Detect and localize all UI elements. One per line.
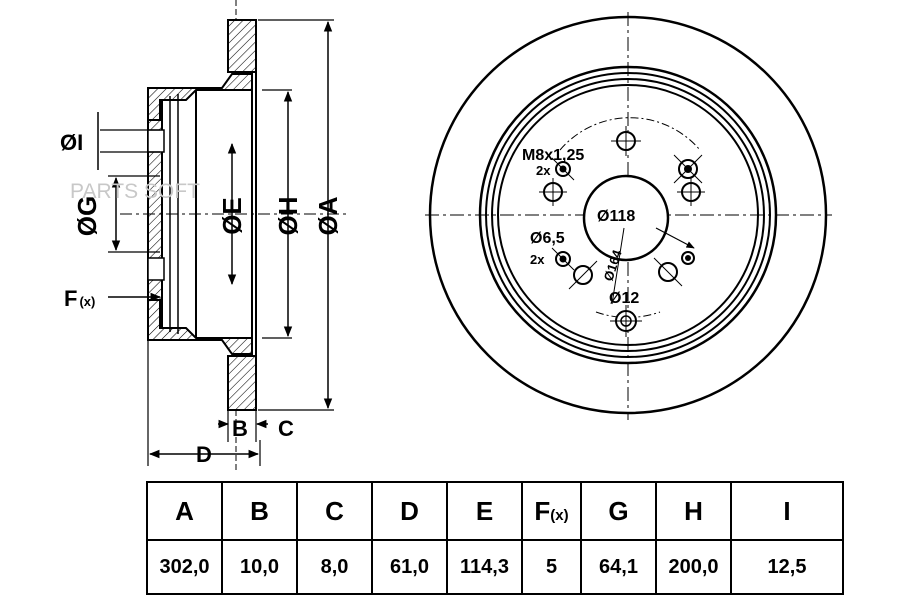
value-cell-E: 114,3 [446,539,523,595]
header-cell-I: I [730,481,844,541]
hat-wall-lower [147,299,253,355]
dim-label-A: ØA [313,196,343,235]
value-cell-H: 200,0 [655,539,732,595]
header-cell-G: G [580,481,657,541]
value-cell-D: 61,0 [371,539,448,595]
bolt-hole-right-upper [673,154,703,184]
disc-outer-edge [428,15,828,415]
value-cell-F: 5 [521,539,582,595]
bolt-hole-right-lower [653,257,683,287]
bolt-hole-left-lower [551,247,575,271]
table-value-row: 302,0 10,0 8,0 61,0 114,3 5 64,1 200,0 1… [146,539,844,595]
dim-label-I: ØI [60,130,83,155]
dim-label-C: C [278,416,294,441]
header-cell-F-sub: (x) [550,506,569,524]
header-cell-A: A [146,481,223,541]
dim-label-H: ØH [273,197,303,236]
front-view: M8x1,25 2x Ø118 Ø6,5 2x Ø164 Ø12 [425,12,832,420]
side-section-view: ØI ØG ØE ØH ØA F(x) B C D PARTS SOFT [60,0,350,470]
bolt-hole-left-mid [539,178,567,206]
bolt-hole-left-bottom [568,260,598,290]
label-small-hole-count: 2x [530,252,545,267]
value-cell-I: 12,5 [730,539,844,595]
dim-label-F-sub: (x) [79,294,95,309]
bolt-hole-right-small [681,251,695,265]
value-cell-G: 64,1 [580,539,657,595]
center-bore [582,174,670,262]
dim-label-D: D [196,442,212,467]
bolt-hole-left-upper [551,157,575,181]
header-cell-B: B [221,481,298,541]
label-thread-count: 2x [536,163,551,178]
label-center-bore: Ø118 [597,208,635,225]
dim-label-E: ØE [217,197,247,235]
friction-inner-edge [478,65,778,365]
label-small-hole: Ø6,5 [530,230,565,247]
label-thread: M8x1,25 [522,147,584,164]
dimension-table: A B C D E F(x) G H I 302,0 10,0 8,0 61,0… [146,481,844,595]
dim-label-G: ØG [72,196,102,236]
table-header-row: A B C D E F(x) G H I [146,481,844,541]
header-cell-F: F(x) [521,481,582,541]
watermark: PARTS SOFT [70,180,200,203]
bolt-hole-top [611,126,641,156]
header-cell-E: E [446,481,523,541]
header-cell-C: C [296,481,373,541]
hat-wall-upper [147,73,253,121]
friction-ring-lower [227,355,257,411]
value-cell-C: 8,0 [296,539,373,595]
value-cell-A: 302,0 [146,539,223,595]
value-cell-B: 10,0 [221,539,298,595]
header-cell-D: D [371,481,448,541]
header-cell-H: H [655,481,732,541]
label-stud-hole: Ø12 [609,290,639,307]
stud-hole-bottom [610,305,642,337]
friction-ring-upper [227,19,257,73]
bolt-hole-right-mid [677,178,705,206]
dim-label-B: B [232,416,248,441]
dim-label-F: F(x) [64,286,95,311]
